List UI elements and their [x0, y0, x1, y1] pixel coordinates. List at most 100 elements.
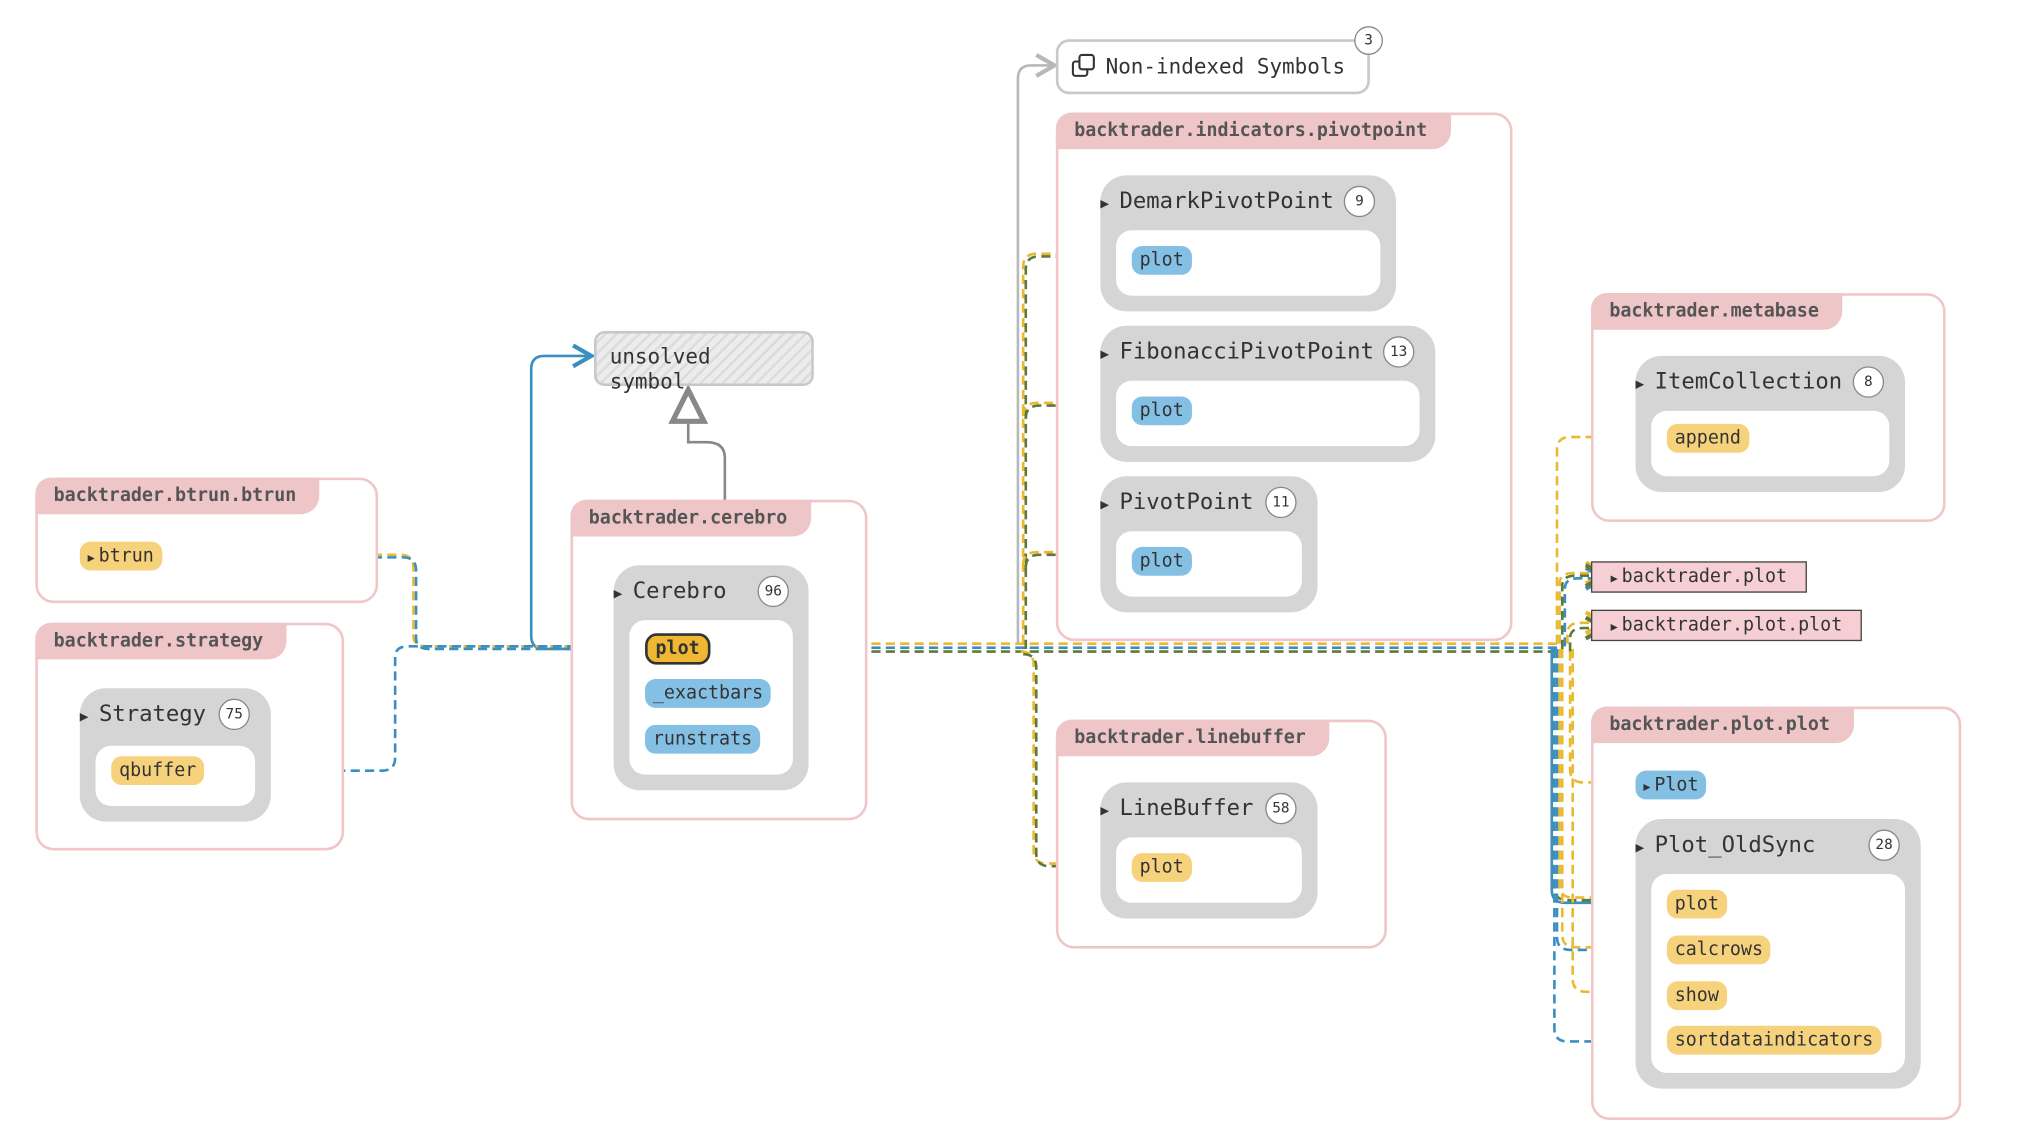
expand-icon: ▶ — [1610, 573, 1618, 587]
class-Plot[interactable]: ▶Plot — [1635, 770, 1707, 800]
edge-plot-fib — [1021, 390, 1133, 417]
external-plot-plot[interactable]: ▶backtrader.plot.plot — [1591, 609, 1862, 642]
class-count: 11 — [1265, 486, 1297, 519]
unsolved-symbol[interactable]: unsolved symbol — [594, 331, 814, 394]
method-plot[interactable]: plot — [1131, 853, 1192, 882]
module-metabase: backtrader.metabase ▶ ItemCollection 8 ap… — [1591, 293, 1946, 523]
edge-plot-demark — [1021, 241, 1133, 644]
method-sortdataindicators[interactable]: sortdataindicators — [1666, 1025, 1882, 1055]
edge-Plot — [1568, 651, 1648, 795]
expand-icon: ▶ — [1100, 802, 1110, 820]
module-plotplot: backtrader.plot.plot ▶Plot ▶Plot_OldSync… — [1591, 706, 1962, 1120]
edge-sortdata — [1553, 648, 1665, 1043]
class-name: ▶ ItemCollection — [1636, 369, 1843, 395]
edge-qbuffer-plot — [206, 634, 643, 772]
expand-icon: ▶ — [1610, 621, 1618, 635]
module-title: backtrader.indicators.pivotpoint — [1055, 112, 1451, 150]
class-demarkpivotpoint[interactable]: ▶DemarkPivotPoint 9 plot — [1100, 175, 1397, 312]
class-name: ▶ LineBuffer — [1100, 796, 1253, 822]
class-plot-oldsync[interactable]: ▶Plot_OldSync 28 plot calcrows show sort… — [1635, 819, 1921, 1089]
expand-icon: ▶ — [1100, 345, 1110, 363]
class-count: 96 — [757, 575, 789, 608]
class-name: ▶FibonacciPivotPoint — [1100, 339, 1374, 365]
edge-inheritance — [688, 390, 727, 563]
edge-append — [1555, 424, 1669, 644]
method-qbuffer[interactable]: qbuffer — [111, 756, 205, 786]
edge-plot-linebuffer-g — [1023, 652, 1133, 879]
class-name: ▶DemarkPivotPoint — [1100, 188, 1333, 214]
class-strategy[interactable]: ▶ Strategy 75 qbuffer — [79, 688, 271, 822]
class-label: ItemCollection — [1654, 368, 1843, 396]
edge-plot-linebuffer — [1020, 650, 1133, 876]
class-pivotpoint[interactable]: ▶ PivotPoint 11 plot — [1100, 476, 1318, 613]
edge-btrun-plot-b — [157, 556, 643, 662]
module-title: backtrader.cerebro — [570, 499, 811, 537]
expand-icon: ▶ — [613, 584, 623, 602]
module-title: backtrader.plot.plot — [1591, 706, 1854, 744]
module-title: backtrader.metabase — [1591, 293, 1843, 330]
class-name: ▶Cerebro — [614, 578, 727, 604]
class-linebuffer[interactable]: ▶ LineBuffer 58 plot — [1100, 782, 1318, 919]
edge-btrun-plot — [157, 553, 643, 659]
method-plot[interactable]: plot — [1666, 889, 1727, 919]
module-title: backtrader.btrun.btrun — [35, 477, 320, 515]
module-cerebro: backtrader.cerebro ▶Cerebro 96 plot _exa… — [570, 499, 868, 821]
expand-icon: ▶ — [1100, 495, 1110, 513]
expand-icon: ▶ — [1635, 838, 1645, 856]
method-exactbars[interactable]: _exactbars — [645, 679, 772, 708]
external-label: backtrader.plot — [1621, 566, 1788, 588]
method-append[interactable]: append — [1666, 423, 1749, 453]
class-fibonaccipivotpoint[interactable]: ▶FibonacciPivotPoint 13 plot — [1100, 325, 1436, 462]
class-count: 75 — [218, 698, 250, 731]
edge-plot-pivot-g — [1024, 542, 1133, 568]
expand-icon: ▶ — [79, 707, 89, 725]
module-linebuffer: backtrader.linebuffer ▶ LineBuffer 58 plo… — [1055, 719, 1387, 949]
edge-plot-pivot — [1021, 539, 1133, 566]
class-name: ▶ Strategy — [80, 701, 206, 727]
module-title: backtrader.strategy — [35, 622, 287, 660]
method-plot[interactable]: plot — [1131, 245, 1192, 275]
class-count: 8 — [1852, 366, 1885, 398]
method-plot-selected[interactable]: plot — [645, 633, 711, 665]
class-label: DemarkPivotPoint — [1119, 188, 1334, 215]
module-btrun: backtrader.btrun.btrun ▶btrun — [35, 477, 379, 604]
method-runstrats[interactable]: runstrats — [645, 724, 760, 754]
function-btrun[interactable]: ▶btrun — [79, 541, 162, 571]
method-plot[interactable]: plot — [1131, 396, 1192, 426]
module-strategy: backtrader.strategy ▶ Strategy 75 qbuffer — [35, 622, 345, 851]
class-itemcollection[interactable]: ▶ ItemCollection 8 append — [1635, 355, 1906, 492]
non-indexed-symbols[interactable]: Non-indexed Symbols 3 — [1055, 26, 1383, 95]
class-count: 13 — [1382, 336, 1415, 368]
class-count: 28 — [1868, 829, 1900, 861]
edge-ext-plot — [1558, 560, 1609, 644]
class-label: LineBuffer — [1119, 795, 1254, 822]
method-plot[interactable]: plot — [1131, 546, 1192, 576]
edge-ext-plotplot — [1566, 610, 1609, 644]
expand-icon: ▶ — [87, 552, 95, 566]
edge-plot-demark-g — [1024, 244, 1133, 649]
edge-ext-plotplot-g — [1568, 615, 1609, 652]
non-indexed-label: Non-indexed Symbols — [1105, 53, 1346, 79]
class-label: PivotPoint — [1119, 489, 1254, 516]
module-pivotpoint: backtrader.indicators.pivotpoint ▶Demark… — [1055, 112, 1513, 642]
external-plot-module[interactable]: ▶backtrader.plot — [1591, 561, 1807, 593]
class-name: ▶ PivotPoint — [1100, 489, 1253, 515]
method-calcrows[interactable]: calcrows — [1666, 935, 1771, 965]
edge-ext-plot-g — [1560, 563, 1609, 649]
method-show[interactable]: show — [1666, 981, 1727, 1011]
expand-icon: ▶ — [1635, 375, 1645, 393]
edge-plot-fib-g — [1024, 393, 1133, 419]
module-title: backtrader.linebuffer — [1055, 719, 1330, 757]
class-count: 58 — [1265, 792, 1297, 825]
class-cerebro[interactable]: ▶Cerebro 96 plot _exactbars runstrats — [613, 565, 809, 791]
edge-ext-plot-b — [1563, 566, 1609, 647]
edge-calcrows — [1560, 648, 1643, 960]
external-label: backtrader.plot.plot — [1621, 614, 1843, 636]
function-label: btrun — [98, 545, 154, 567]
edge-calcrows-b — [1555, 648, 1643, 963]
non-indexed-count: 3 — [1354, 26, 1383, 55]
expand-icon: ▶ — [1643, 781, 1651, 795]
edge-non-indexed — [1016, 53, 1059, 644]
copy-icon — [1071, 53, 1095, 77]
class-label: Strategy — [98, 701, 207, 728]
